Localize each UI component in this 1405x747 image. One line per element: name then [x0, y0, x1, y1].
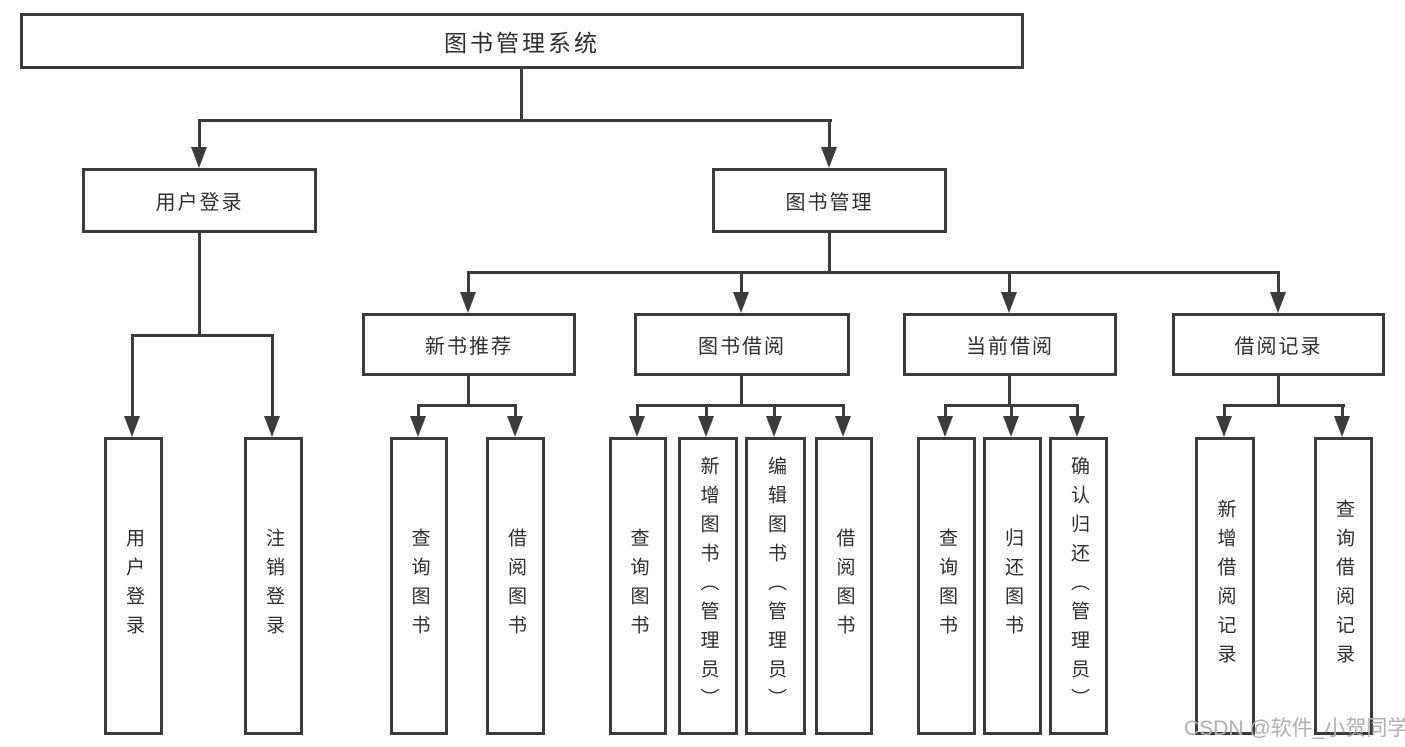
leaf-query-book-recommend: 查询图书 — [390, 437, 448, 735]
connector-userlogin-drop — [271, 334, 274, 416]
leaf-add-book-admin: 新增图书（管理员） — [678, 437, 738, 735]
connector-section-stub — [740, 374, 743, 407]
connector-section-stub — [1008, 374, 1011, 407]
connector-userlogin-drop — [131, 334, 134, 416]
node-book-management: 图书管理 — [712, 168, 947, 233]
node-current-borrow: 当前借阅 — [903, 313, 1117, 376]
connector-root-drop-left — [198, 119, 201, 147]
connector-section-drop — [773, 404, 776, 416]
arrow-down-icon — [124, 416, 140, 437]
arrow-down-icon — [835, 416, 851, 437]
connector-section-drop — [636, 404, 639, 416]
arrow-down-icon — [629, 416, 645, 437]
connector-section-bar — [636, 404, 845, 407]
connector-bookmgmt-stub — [828, 231, 831, 274]
connector-section-bar — [417, 404, 517, 407]
leaf-edit-book-admin: 编辑图书（管理员） — [745, 437, 806, 735]
arrow-down-icon — [937, 416, 953, 437]
connector-section-drop — [1223, 404, 1226, 416]
watermark-text: CSDN @软件_小贺同学 — [1184, 717, 1405, 740]
node-borrow-records: 借阅记录 — [1172, 313, 1385, 376]
connector-bookmgmt-drop — [740, 271, 743, 293]
connector-root-stub — [520, 67, 523, 122]
arrow-down-icon — [1334, 416, 1350, 437]
connector-section-drop — [417, 404, 420, 416]
arrow-down-icon — [410, 416, 426, 437]
connector-bookmgmt-drop — [1008, 271, 1011, 293]
leaf-user-login: 用户登录 — [104, 437, 163, 735]
arrow-down-icon — [191, 147, 207, 168]
arrow-down-icon — [460, 292, 476, 313]
connector-bookmgmt-drop — [467, 271, 470, 293]
connector-section-stub — [1277, 374, 1280, 407]
node-new-book-recommend: 新书推荐 — [362, 313, 576, 376]
connector-section-bar — [1223, 404, 1345, 407]
leaf-logout: 注销登录 — [244, 437, 303, 735]
leaf-return-book: 归还图书 — [983, 437, 1042, 735]
leaf-confirm-return-admin: 确认归还（管理员） — [1049, 437, 1108, 735]
connector-section-drop — [1076, 404, 1079, 416]
node-root: 图书管理系统 — [20, 13, 1024, 69]
leaf-query-book-borrow: 查询图书 — [609, 437, 667, 735]
leaf-query-book-current: 查询图书 — [917, 437, 976, 735]
connector-section-drop — [705, 404, 708, 416]
connector-userlogin-stub — [198, 231, 201, 337]
connector-section-drop — [1341, 404, 1344, 416]
arrow-down-icon — [766, 416, 782, 437]
leaf-query-borrow-record: 查询借阅记录 — [1314, 437, 1373, 735]
leaf-borrow-book: 借阅图书 — [815, 437, 873, 735]
arrow-down-icon — [1270, 292, 1286, 313]
connector-section-drop — [944, 404, 947, 416]
arrow-down-icon — [507, 416, 523, 437]
connector-root-drop-right — [828, 119, 831, 147]
arrow-down-icon — [698, 416, 714, 437]
connector-section-drop — [1010, 404, 1013, 416]
leaf-borrow-book-recommend: 借阅图书 — [486, 437, 545, 735]
arrow-down-icon — [821, 147, 837, 168]
arrow-down-icon — [264, 416, 280, 437]
connector-userlogin-bar — [131, 334, 274, 337]
connector-section-drop — [842, 404, 845, 416]
connector-section-drop — [514, 404, 517, 416]
connector-root-bar — [198, 119, 832, 122]
arrow-down-icon — [733, 292, 749, 313]
connector-section-stub — [467, 374, 470, 407]
connector-bookmgmt-bar — [467, 271, 1280, 274]
arrow-down-icon — [1216, 416, 1232, 437]
node-user-login: 用户登录 — [82, 168, 317, 233]
arrow-down-icon — [1001, 292, 1017, 313]
arrow-down-icon — [1003, 416, 1019, 437]
node-book-borrow: 图书借阅 — [634, 313, 850, 376]
connector-bookmgmt-drop — [1277, 271, 1280, 293]
leaf-add-borrow-record: 新增借阅记录 — [1195, 437, 1255, 735]
arrow-down-icon — [1069, 416, 1085, 437]
